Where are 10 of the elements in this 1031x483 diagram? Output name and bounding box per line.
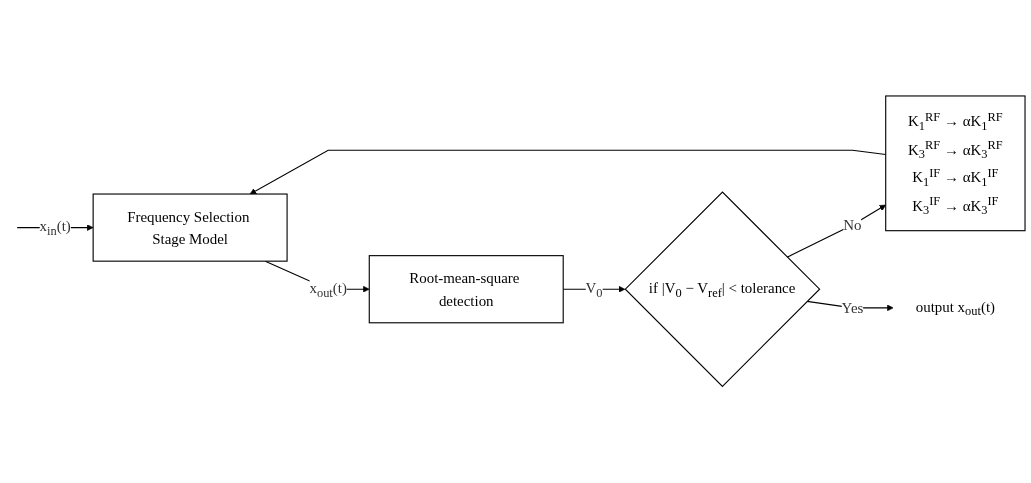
node-box: Frequency Selection Stage Model: [92, 193, 288, 263]
edge-label: x$_{out}$(t): [309, 279, 347, 300]
node-diamond: if |V$_{0}$ − V$_{ref}$| < tolerance: [624, 191, 821, 388]
arrow: [786, 205, 886, 259]
edge-label: x$_{in}$(t): [39, 218, 71, 239]
edge-label: No: [843, 217, 862, 234]
edge-label: Yes: [841, 299, 864, 317]
edge-label: V$_{0}$: [585, 279, 603, 300]
node-box: Root-mean-square detection: [368, 255, 564, 324]
node-text: output x$_{out}$(t): [915, 298, 996, 319]
